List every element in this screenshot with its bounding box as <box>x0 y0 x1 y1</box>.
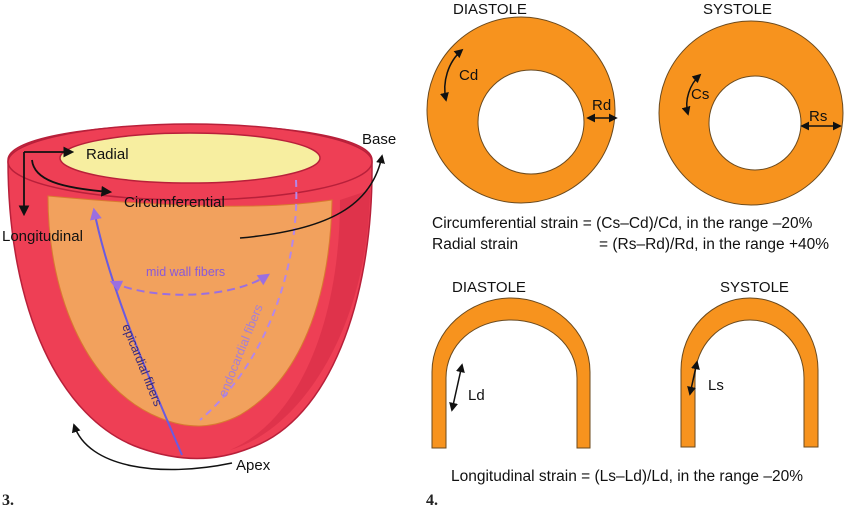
rs-label: Rs <box>809 108 827 125</box>
heart-cut-face <box>47 195 333 427</box>
ld-arrow <box>449 363 465 412</box>
strain-diagrams: DIASTOLE SYSTOLE Cd Rd Cs Rs Circumferen… <box>426 1 844 509</box>
circumferential-strain-equation: Circumferential strain = (Cs–Cd)/Cd, in … <box>432 215 813 232</box>
epicardial-fiber-line <box>90 207 183 456</box>
circumferential-label: Circumferential <box>124 194 225 211</box>
arch-systole-title: SYSTOLE <box>720 279 789 296</box>
systole-arch <box>680 297 819 448</box>
ring-systole-title: SYSTOLE <box>703 1 772 18</box>
figure-4-number: 4. <box>426 492 438 509</box>
radial-strain-name: Radial strain <box>432 236 518 253</box>
apex-label: Apex <box>236 457 271 474</box>
diastole-arch <box>431 297 591 449</box>
cd-label: Cd <box>459 67 478 84</box>
cs-arrow <box>681 73 702 116</box>
radial-label: Radial <box>86 146 129 163</box>
heart-cavity <box>59 132 321 184</box>
longitudinal-strain-equation: Longitudinal strain = (Ls–Ld)/Ld, in the… <box>451 468 803 485</box>
ld-label: Ld <box>468 387 485 404</box>
rd-label: Rd <box>592 97 611 114</box>
ls-label: Ls <box>708 377 724 394</box>
mid-wall-fibers-label: mid wall fibers <box>146 265 225 279</box>
cd-arrow <box>440 48 464 102</box>
arch-diastole-title: DIASTOLE <box>452 279 526 296</box>
diastole-ring <box>426 16 616 204</box>
figure-3-number: 3. <box>2 492 14 509</box>
radial-strain-value: = (Rs–Rd)/Rd, in the range +40% <box>599 236 829 253</box>
ring-diastole-title: DIASTOLE <box>453 1 527 18</box>
systole-ring <box>658 20 844 206</box>
heart-diagram: Radial Circumferential Longitudinal Base… <box>2 123 396 509</box>
ls-arrow <box>687 360 700 396</box>
longitudinal-label: Longitudinal <box>2 228 83 245</box>
base-label: Base <box>362 131 396 148</box>
mid-wall-fiber-arrow <box>109 273 271 296</box>
cs-label: Cs <box>691 86 709 103</box>
apex-arrow <box>71 423 233 471</box>
base-leader-line <box>239 154 385 239</box>
circumferential-arrow <box>31 159 113 197</box>
heart-wall-shade <box>230 190 370 450</box>
endocardial-fiber-line <box>199 179 298 421</box>
